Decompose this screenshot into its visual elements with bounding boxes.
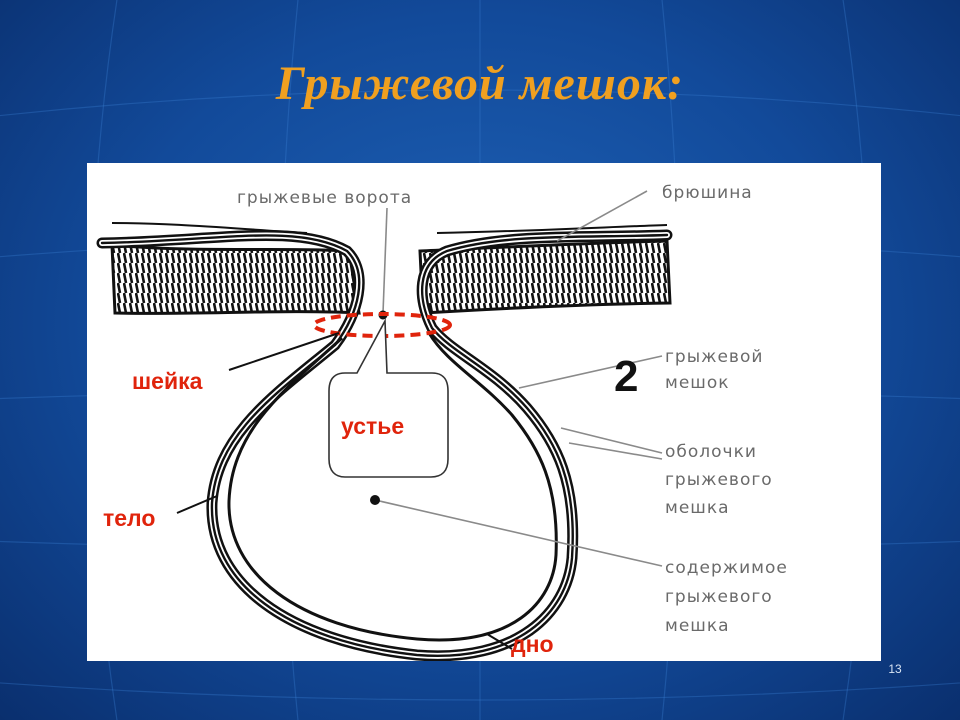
label-bottom: дно <box>511 631 554 657</box>
label-sac-line1: грыжевой <box>665 347 763 367</box>
bottom-pointer <box>486 633 513 650</box>
mouth-callout-bubble <box>328 318 449 478</box>
label-peritoneum: брюшина <box>662 183 753 203</box>
label-contents-line3: мешка <box>665 616 730 636</box>
leader-sac <box>518 355 663 389</box>
label-contents-line2: грыжевого <box>665 587 773 607</box>
label-sac-line2: мешок <box>665 373 730 393</box>
leader-gate <box>382 207 388 314</box>
label-hernia-gate: грыжевые ворота <box>237 188 412 208</box>
label-shells-line3: мешка <box>665 498 730 518</box>
hernia-sac-diagram: грыжевые ворота брюшина грыжевой мешок о… <box>96 183 788 661</box>
slide-number: 13 <box>888 662 902 676</box>
label-shells-line1: оболочки <box>665 442 757 462</box>
diagram-panel: грыжевые ворота брюшина грыжевой мешок о… <box>87 163 881 661</box>
label-body: тело <box>103 505 155 531</box>
label-shells-line2: грыжевого <box>665 470 773 490</box>
marker-two: 2 <box>614 352 638 401</box>
abdominal-wall-right <box>418 239 672 315</box>
slide-title: Грыжевой мешок: <box>275 57 685 110</box>
neck-pointer <box>228 332 340 371</box>
abdominal-wall-left <box>110 243 361 315</box>
body-pointer <box>176 495 218 514</box>
leader-peritoneum <box>556 190 648 242</box>
leader-shells-a <box>560 427 663 454</box>
leader-contents <box>374 499 663 567</box>
label-contents-line1: содержимое <box>665 558 788 578</box>
sac-cavity-lining <box>227 332 558 642</box>
label-mouth: устье <box>341 413 404 439</box>
sac-inner-layer <box>100 233 669 658</box>
label-neck: шейка <box>132 368 203 394</box>
contents-point <box>370 495 380 505</box>
leader-shells-b <box>568 442 663 460</box>
